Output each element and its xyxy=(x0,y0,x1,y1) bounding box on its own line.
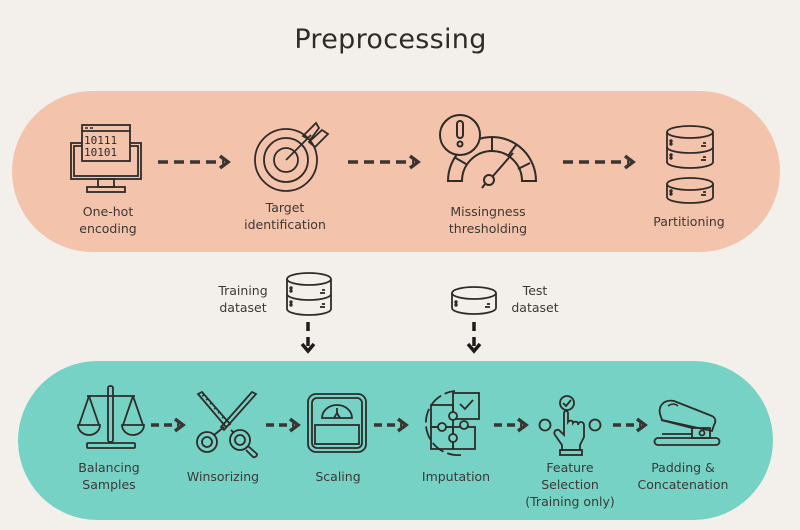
training-dataset-label: Training dataset xyxy=(218,283,268,315)
gauge-warning-icon xyxy=(439,113,540,193)
preprocessing-bottom-band xyxy=(18,361,773,520)
test-database-icon xyxy=(450,286,498,318)
target-icon xyxy=(253,118,333,194)
step-label-imputation: Imputation xyxy=(421,469,491,484)
puzzle-icon xyxy=(419,389,487,457)
computer-binary-icon: 10111 10101 xyxy=(70,121,142,195)
dashed-arrow-icon xyxy=(151,417,187,433)
step-label-feature-selection: Feature Selection (Training only) xyxy=(525,460,615,509)
step-label-balancing-samples: Balancing Samples xyxy=(78,460,140,492)
svg-text:10111: 10111 xyxy=(84,134,117,147)
hand-select-icon xyxy=(536,395,604,457)
dashed-arrow-icon xyxy=(374,417,410,433)
dashed-arrow-icon xyxy=(563,154,641,170)
weighing-scale-icon xyxy=(307,393,367,453)
dashed-arrow-icon xyxy=(494,417,530,433)
stapler-icon xyxy=(653,398,721,448)
step-label-scaling: Scaling xyxy=(315,469,361,484)
training-database-icon xyxy=(285,272,333,318)
test-dataset-label: Test dataset xyxy=(511,283,559,315)
step-label-partitioning: Partitioning xyxy=(653,214,725,229)
balance-scale-icon xyxy=(77,385,145,451)
preprocessing-top-band xyxy=(12,91,780,252)
diagram-title: Preprocessing xyxy=(294,24,487,55)
down-arrow-icon xyxy=(466,322,482,356)
down-arrow-icon xyxy=(300,322,316,356)
svg-text:10101: 10101 xyxy=(84,146,117,159)
dashed-arrow-icon xyxy=(266,417,302,433)
scissors-icon xyxy=(194,390,262,459)
step-label-missingness-thresholding: Missingness thresholding xyxy=(448,204,528,236)
dashed-arrow-icon xyxy=(348,154,426,170)
database-partition-icon xyxy=(665,125,715,207)
step-label-target-identification: Target identification xyxy=(244,200,326,232)
step-label-one-hot-encoding: One-hot encoding xyxy=(79,204,137,236)
step-label-padding-concatenation: Padding & Concatenation xyxy=(637,460,729,492)
dashed-arrow-icon xyxy=(613,417,649,433)
step-label-winsorizing: Winsorizing xyxy=(186,469,260,484)
dashed-arrow-icon xyxy=(158,154,236,170)
